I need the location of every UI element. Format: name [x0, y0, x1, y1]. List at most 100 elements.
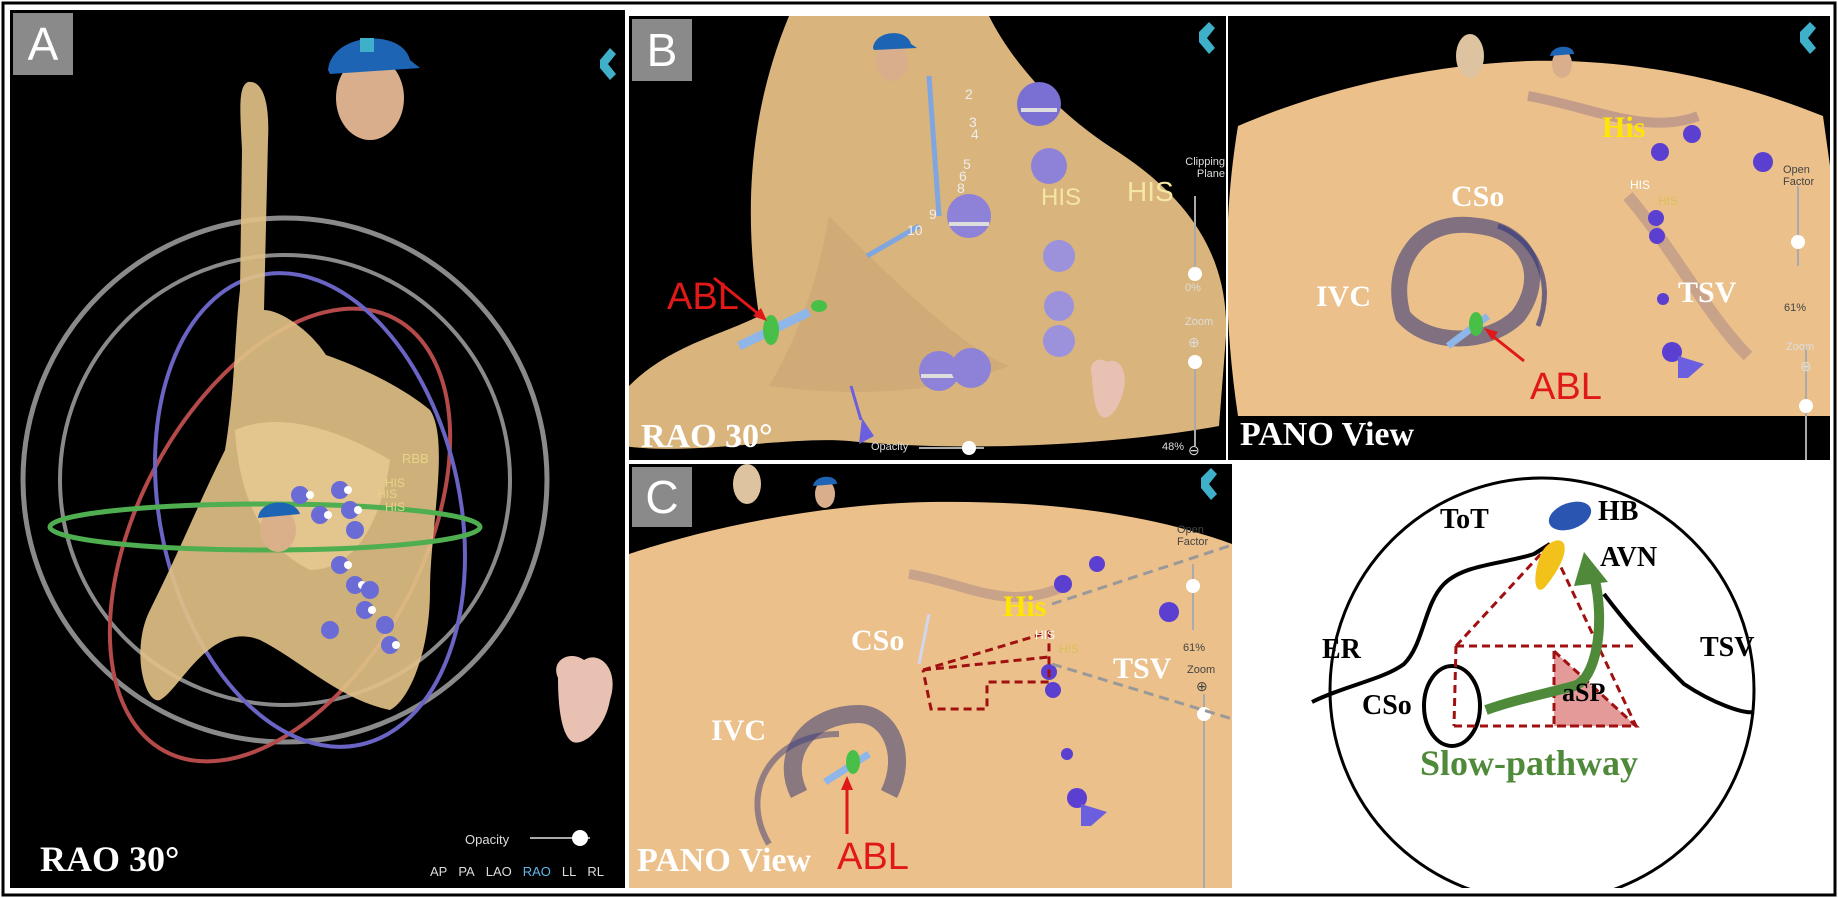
his-label-c: His — [1003, 590, 1047, 623]
head-icon-top-2 — [1552, 50, 1572, 78]
view-button-rao[interactable]: RAO — [522, 864, 551, 879]
view-button-pa[interactable]: PA — [458, 864, 475, 879]
electrode-number: 10 — [907, 222, 923, 238]
opacity-slider-thumb-b[interactable] — [962, 441, 976, 455]
hb-marker — [1548, 501, 1592, 531]
panel-a: A RBB HIS HIS HIS RAO 30° Opacity AP PA … — [10, 10, 625, 888]
open-factor-value-top: 61% — [1784, 302, 1807, 314]
pano-top-view-label: PANO View — [1240, 416, 1415, 453]
electrode-number: 9 — [929, 206, 937, 222]
probe-flag-top — [1678, 356, 1704, 378]
cs-catheter-b — [926, 75, 942, 217]
head-icon-top-1 — [1456, 34, 1484, 78]
open-factor-label-top: Open Factor — [1783, 164, 1815, 188]
tot-label: ToT — [1440, 504, 1489, 535]
open-factor-slider-thumb-c[interactable] — [1186, 579, 1200, 593]
view-button-ll[interactable]: LL — [561, 864, 577, 879]
opacity-label-b: Opacity — [871, 441, 909, 453]
view-button-ap[interactable]: AP — [430, 864, 448, 879]
cs-ostium — [1422, 664, 1482, 748]
open-factor-slider-thumb-top[interactable] — [1791, 235, 1805, 249]
view-button-lao[interactable]: LAO — [485, 864, 512, 879]
electrode-spheres-pano-top — [1648, 125, 1773, 362]
panel-c: C His CSo IVC TSV ABL HIS HIS Open Facto… — [629, 464, 1232, 888]
electrode-spheres-a — [291, 481, 400, 654]
zoom-label-top: Zoom — [1786, 341, 1815, 353]
his-tag-2: HIS — [377, 487, 398, 501]
clipping-value: 0% — [1185, 282, 1201, 294]
ivc-vortex-c — [783, 704, 907, 799]
zoom-out-icon-b[interactable]: ⊖ — [1188, 442, 1200, 458]
er-label: ER — [1322, 634, 1361, 665]
opacity-value-b: 48% — [1162, 441, 1185, 453]
his-tag-3: HIS — [385, 500, 406, 514]
zoom-in-icon-c[interactable]: ⊕ — [1196, 678, 1208, 694]
hb-label: HB — [1598, 496, 1639, 527]
his-tag-b-2: HIS — [1127, 176, 1174, 207]
ivc-label-top: IVC — [1316, 280, 1372, 313]
abl-label-b: ABL — [667, 276, 739, 318]
avn-label: AVN — [1600, 542, 1658, 573]
abl-arrow-b — [713, 276, 762, 318]
probe-flag-c — [1081, 804, 1107, 826]
cso-label-schematic: CSo — [1362, 690, 1412, 721]
cso-label-c: CSo — [851, 624, 905, 657]
view-buttons: AP PA LAO RAO LL RL — [430, 864, 604, 879]
app-logo-icon-b — [1199, 22, 1215, 54]
head-icon-c-2 — [815, 480, 835, 508]
abl-arrow-top — [1489, 332, 1525, 363]
app-logo-icon-a — [600, 48, 616, 80]
cso-label-top: CSo — [1451, 180, 1505, 213]
open-factor-label-c: Open Factor — [1177, 524, 1209, 548]
panel-b-view-label: RAO 30° — [641, 418, 773, 455]
panel-c-view-label: PANO View — [637, 842, 812, 879]
koch-triangle — [1452, 542, 1638, 728]
head-icon-c-1 — [733, 464, 761, 504]
dashed-region-c — [921, 629, 1051, 711]
electrode-number: 8 — [957, 180, 965, 196]
panel-a-label: A — [13, 13, 73, 75]
zoom-slider-thumb-top[interactable] — [1799, 399, 1813, 413]
open-factor-value-c: 61% — [1183, 642, 1206, 654]
panel-pano-top: His CSo IVC TSV ABL HIS HIS Open Factor … — [1228, 16, 1830, 460]
his-tag-1: HIS — [385, 476, 406, 490]
opacity-label-a: Opacity — [465, 832, 510, 847]
electrode-number: 3 — [969, 114, 977, 130]
clipping-plane-label: Clipping Plane — [1185, 156, 1225, 180]
his-label-top: His — [1602, 111, 1646, 144]
panel-a-view-label: RAO 30° — [40, 839, 180, 879]
zoom-in-icon-top[interactable]: ⊕ — [1800, 358, 1812, 374]
tsv-label-schematic: TSV — [1700, 632, 1755, 663]
magnifier-circle — [1328, 476, 1756, 888]
zoom-slider-thumb-b[interactable] — [1188, 355, 1202, 369]
slow-pathway-arrow — [1484, 574, 1605, 715]
panel-b-label: B — [632, 19, 692, 81]
zoom-in-icon-b[interactable]: ⊕ — [1188, 334, 1200, 350]
electrode-number: 2 — [965, 86, 973, 102]
view-button-rl[interactable]: RL — [587, 864, 605, 879]
rotation-ring-outer — [20, 215, 550, 745]
heart-mesh-b — [629, 16, 1226, 449]
ivc-label-c: IVC — [711, 714, 767, 747]
zoom-label-c: Zoom — [1187, 664, 1216, 676]
orientation-head-icon-b — [873, 33, 917, 81]
electrode-number: 4 — [971, 126, 979, 142]
clipping-slider-thumb[interactable] — [1188, 267, 1202, 281]
his-tag-b-1: HIS — [1041, 184, 1082, 211]
abl-label-c: ABL — [837, 836, 909, 878]
rbb-tag: RBB — [402, 451, 429, 466]
electrode-number: 5 — [963, 156, 971, 172]
asp-triangle — [1552, 647, 1640, 728]
opacity-slider-thumb-a[interactable] — [572, 830, 588, 846]
app-logo-icon-c — [1201, 468, 1217, 500]
heart-mesh-a — [140, 81, 439, 710]
ablation-catheter-b — [737, 300, 827, 351]
orientation-head-icon-a — [328, 38, 420, 140]
tot-marker — [1535, 540, 1565, 590]
abl-label-top: ABL — [1530, 366, 1602, 408]
electrode-number: 6 — [959, 168, 967, 184]
rotation-ring-green — [47, 501, 483, 553]
tsv-label-c: TSV — [1113, 652, 1172, 685]
electrode-spheres-b — [919, 82, 1075, 391]
